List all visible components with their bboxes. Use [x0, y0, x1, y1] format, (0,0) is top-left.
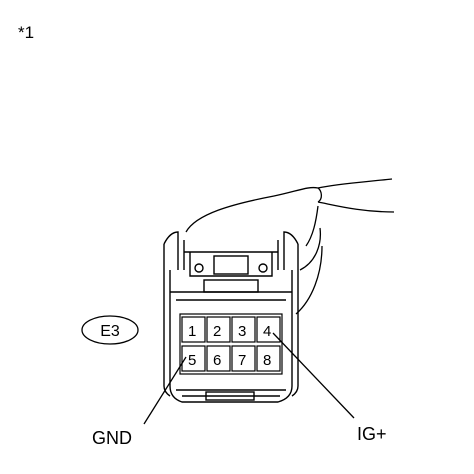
ig-plus-label: IG+	[357, 424, 387, 444]
connector-code-badge	[81, 315, 139, 345]
pin-6: 6	[213, 352, 221, 369]
pin-7: 7	[238, 352, 246, 369]
wire-harness	[185, 178, 395, 315]
terminal-grid	[179, 313, 283, 375]
connector-housing	[163, 231, 299, 403]
connector-code: E3	[100, 323, 120, 340]
pin-4: 4	[263, 323, 271, 340]
pin-8: 8	[263, 352, 271, 369]
pin-5: 5	[188, 352, 196, 369]
pin-2: 2	[213, 323, 221, 340]
pin-3: 3	[238, 323, 246, 340]
pin-1: 1	[188, 323, 196, 340]
reference-mark: *1	[18, 23, 34, 42]
ig-plus-leader-line	[272, 332, 355, 419]
gnd-label: GND	[92, 428, 132, 448]
gnd-leader-line	[143, 356, 187, 425]
